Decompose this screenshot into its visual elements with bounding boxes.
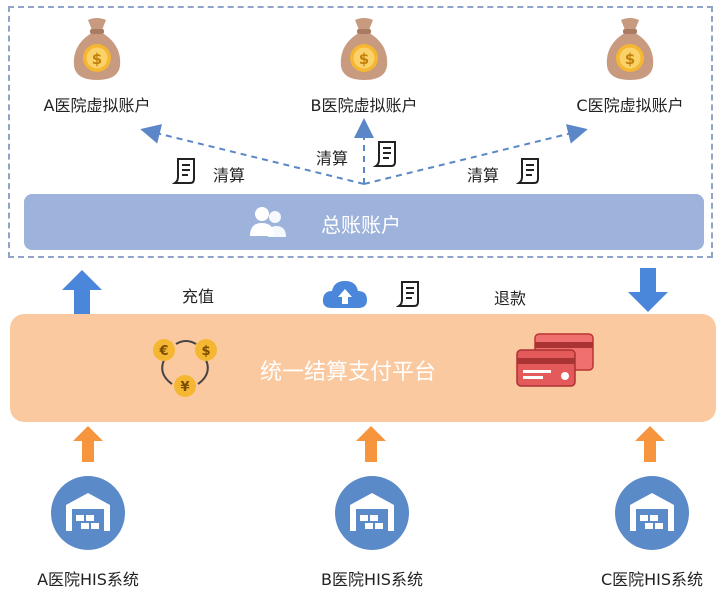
svg-text:$: $ (92, 50, 102, 68)
warehouse-icon (615, 476, 689, 550)
recharge-label: 充值 (182, 287, 215, 306)
payment-platform-label: 统一结算支付平台 (260, 360, 437, 385)
receipt-icon (172, 158, 195, 184)
arrow-up-icon (356, 426, 386, 462)
users-icon (250, 207, 286, 237)
svg-text:$: $ (625, 50, 635, 68)
refund-label: 退款 (494, 289, 527, 308)
his-b-label: B医院HIS系统 (321, 570, 423, 589)
payment-platform-bar (10, 314, 716, 422)
clearing-left-label: 清算 (213, 166, 246, 185)
virtual-account-boundary (8, 6, 713, 258)
currency-exchange-icon: € $ ¥ (153, 339, 217, 397)
receipt-icon (396, 281, 419, 307)
account-b-label: B医院虚拟账户 (310, 96, 418, 115)
general-ledger-label: 总账账户 (321, 213, 401, 237)
cloud-upload-icon (322, 281, 367, 308)
arrow-up-icon (62, 270, 102, 314)
general-ledger-bar (24, 194, 704, 250)
arrow-up-icon (73, 426, 103, 462)
account-a-label: A医院虚拟账户 (43, 96, 151, 115)
arrow-down-icon (628, 268, 668, 312)
arrow-up-icon (635, 426, 665, 462)
moneybag-icon: $ (606, 18, 654, 80)
clearing-middle-label: 清算 (316, 149, 349, 168)
clearing-arrows (140, 118, 588, 185)
dollar-symbol: $ (201, 344, 210, 359)
clearing-right-label: 清算 (467, 166, 500, 185)
svg-text:$: $ (359, 50, 369, 68)
moneybag-icon: $ (340, 18, 388, 80)
credit-card-icon (516, 333, 594, 387)
euro-symbol: € (158, 344, 168, 359)
warehouse-icon (51, 476, 125, 550)
his-a-label: A医院HIS系统 (37, 570, 139, 589)
warehouse-icon (335, 476, 409, 550)
receipt-icon (516, 158, 539, 184)
moneybag-icon: $ (73, 18, 121, 80)
account-c-label: C医院虚拟账户 (576, 96, 684, 115)
receipt-icon (373, 141, 396, 167)
his-c-label: C医院HIS系统 (600, 570, 704, 589)
yen-symbol: ¥ (180, 380, 189, 395)
